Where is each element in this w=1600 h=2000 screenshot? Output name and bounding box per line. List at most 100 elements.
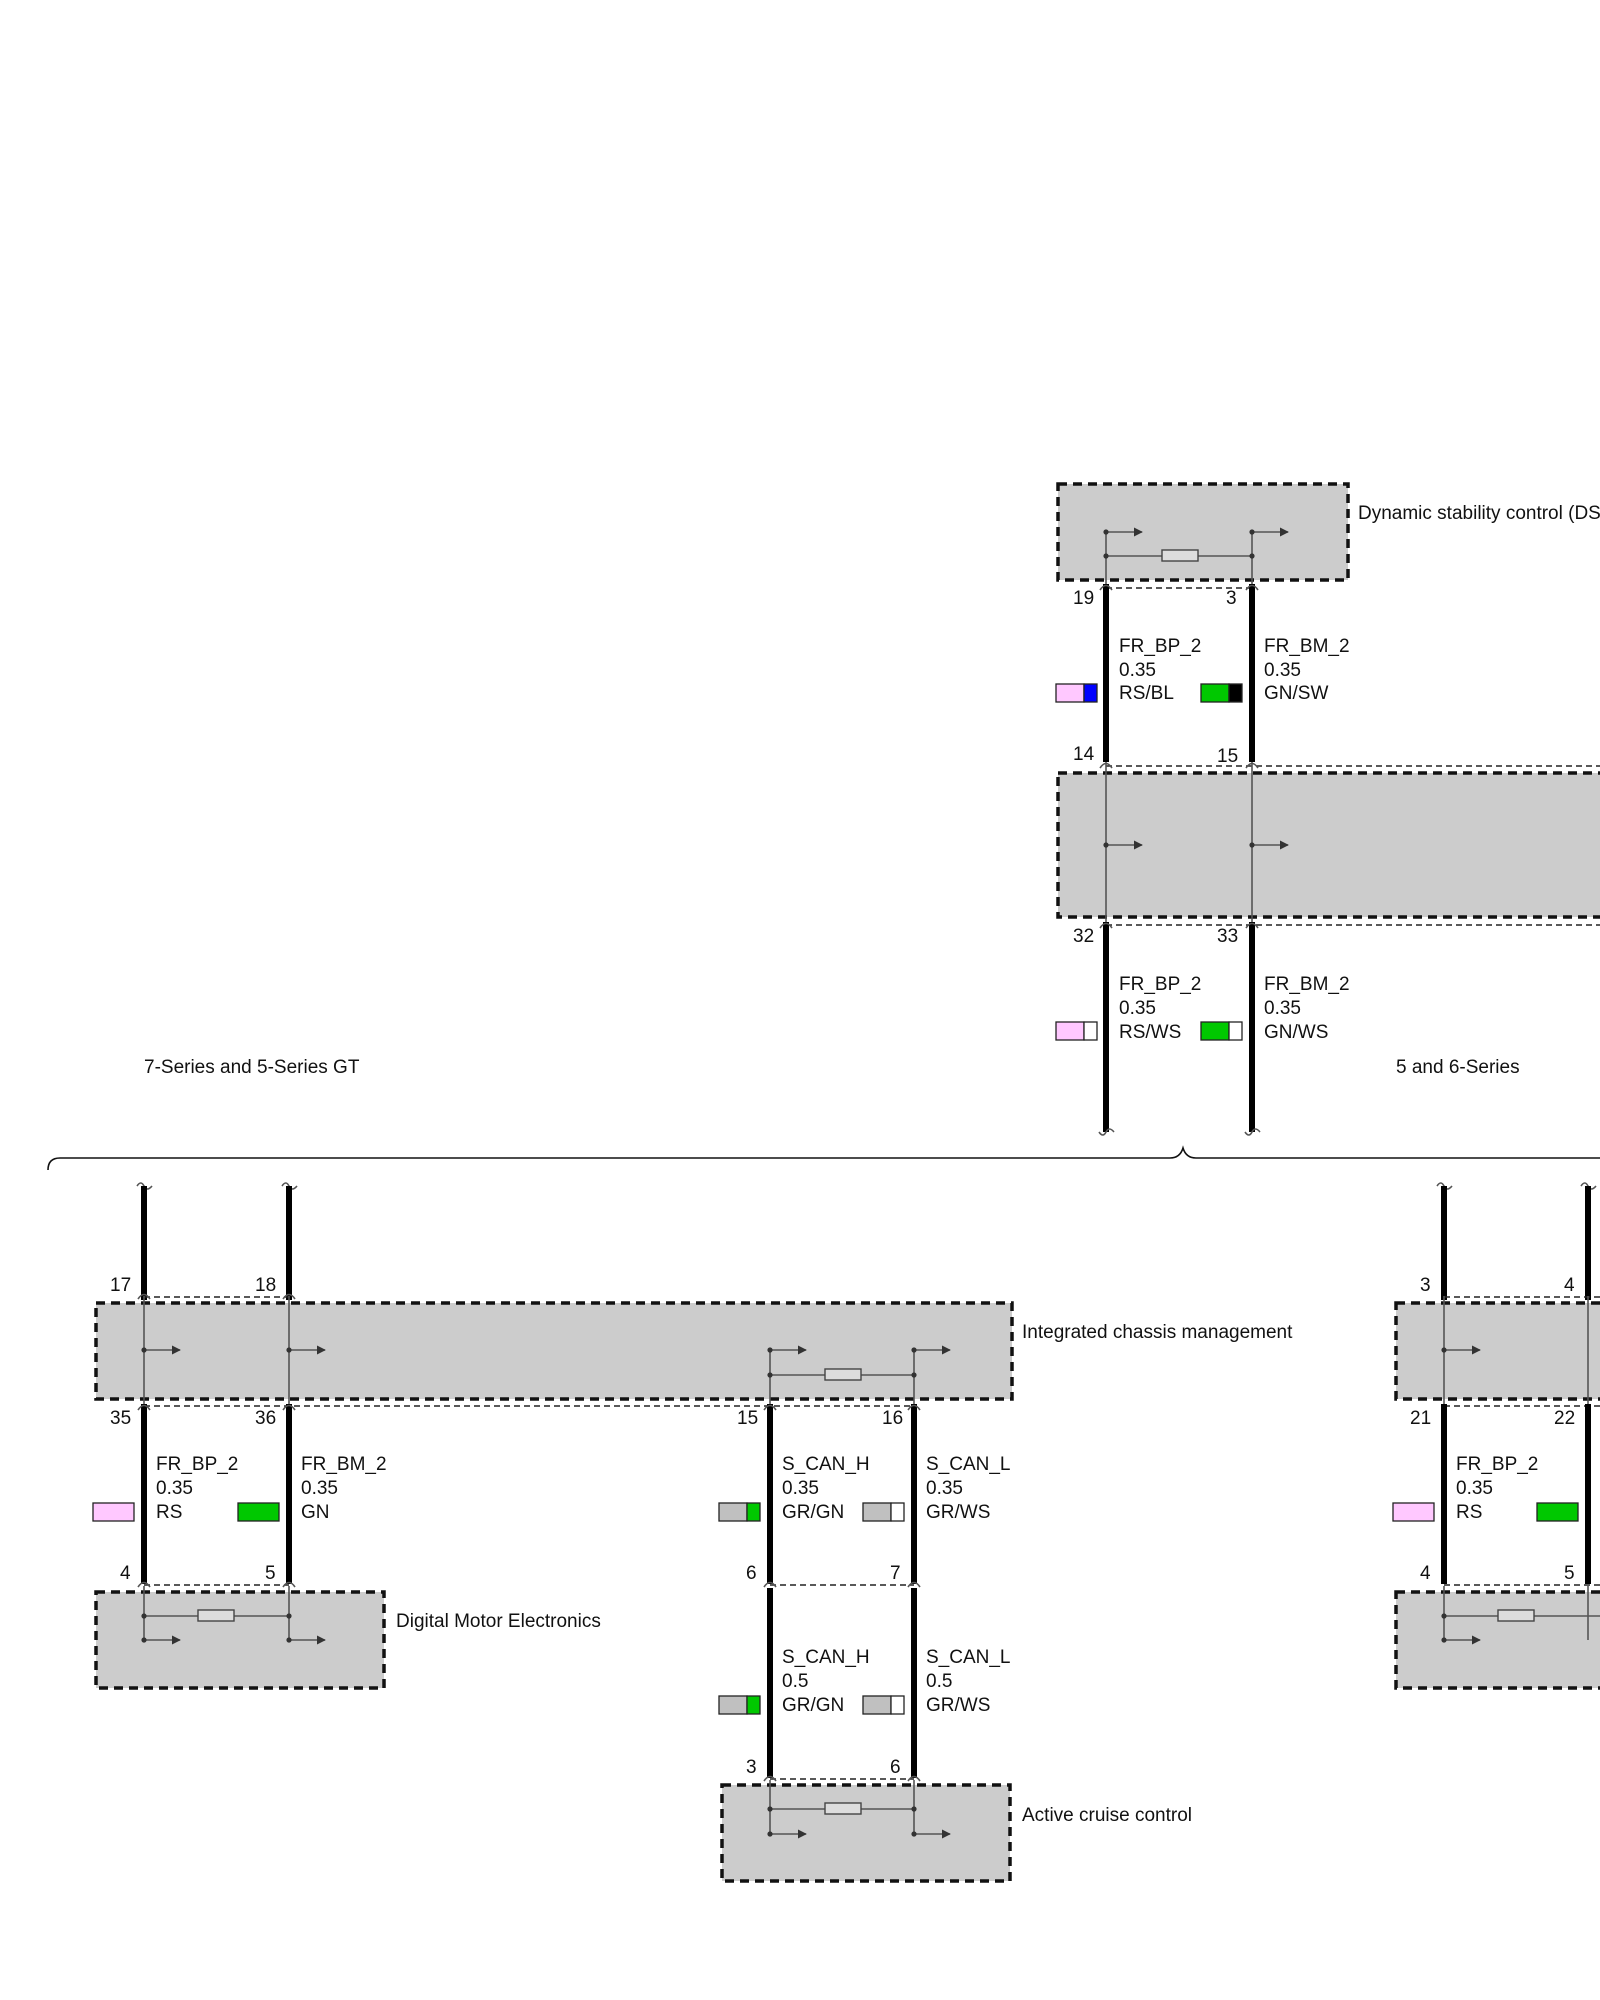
pin-hook-icon	[907, 1581, 921, 1588]
wire-left-bm-name: FR_BM_2	[301, 1454, 387, 1475]
pin-dsc-3: 3	[1226, 588, 1237, 609]
dsc-internal-circuit	[1103, 527, 1289, 584]
wire-can-h-2-color: GR/GN	[782, 1695, 844, 1716]
wire-top-bp-name: FR_BP_2	[1119, 636, 1201, 657]
wire-color-swatch-rs-bl	[1055, 683, 1098, 703]
pin-hook-icon	[1099, 584, 1113, 591]
wire-top-bm-color: GN/SW	[1264, 683, 1328, 704]
pin-icm-18: 18	[255, 1275, 276, 1296]
pin-right-4: 4	[1564, 1275, 1575, 1296]
wire-can-h-1-color: GR/GN	[782, 1502, 844, 1523]
wire-color-swatch-gr-gn	[718, 1502, 761, 1522]
wire-right-bp-color: RS	[1456, 1502, 1482, 1523]
pin-mid-33: 33	[1217, 926, 1238, 947]
wire-left-bp-color: RS	[156, 1502, 182, 1523]
pin-acc-3: 3	[746, 1757, 757, 1778]
pin-mid-14: 14	[1073, 744, 1095, 765]
right-icm-internal-circuit	[1441, 1296, 1589, 1408]
wire-can-l-1-color: GR/WS	[926, 1502, 990, 1523]
wire-right-bp-size: 0.35	[1456, 1478, 1493, 1499]
dsc-module-label: Dynamic stability control (DSC	[1358, 503, 1600, 524]
pin-mid-15: 15	[1217, 746, 1238, 767]
wire-mid-bm-name: FR_BM_2	[1264, 974, 1350, 995]
wire-color-swatch-gn	[237, 1502, 280, 1522]
pin-hook-icon	[282, 1404, 296, 1411]
icm-module-label: Integrated chassis management	[1022, 1322, 1293, 1343]
right-icm-module[interactable]	[1394, 1296, 1600, 1408]
pin-hook-icon	[1099, 922, 1113, 929]
wire-top-bm-size: 0.35	[1264, 660, 1301, 681]
wire-can-h-2-size: 0.5	[782, 1671, 808, 1692]
gateway-internal-circuit	[1103, 762, 1289, 928]
wire-color-swatch-gr-ws	[862, 1502, 905, 1522]
wire-color-swatch-gr-ws	[862, 1695, 905, 1715]
pin-hook-icon	[763, 1404, 777, 1411]
pin-acc-6: 6	[890, 1757, 901, 1778]
gateway-module[interactable]	[1056, 762, 1600, 928]
wire-color-swatch-gn-ws	[1200, 1021, 1243, 1041]
wire-left-bm-size: 0.35	[301, 1478, 338, 1499]
pin-icm-35: 35	[110, 1408, 131, 1429]
pin-right-dme-5: 5	[1564, 1563, 1575, 1584]
wire-right-bp-name: FR_BP_2	[1456, 1454, 1538, 1475]
wire-break-icon	[1244, 1128, 1261, 1136]
wire-can-h-1-name: S_CAN_H	[782, 1454, 870, 1475]
pin-hook-icon	[282, 1293, 296, 1300]
icm-internal-circuit	[141, 1296, 951, 1408]
wire-can-h-2-name: S_CAN_H	[782, 1647, 870, 1668]
wire-color-swatch-rs	[92, 1502, 135, 1522]
wire-top-bm-name: FR_BM_2	[1264, 636, 1350, 657]
pin-mid-32: 32	[1073, 926, 1094, 947]
variant-brace	[47, 1145, 1600, 1171]
wire-mid-bp-color: RS/WS	[1119, 1022, 1181, 1043]
dsc-module[interactable]	[1056, 482, 1350, 584]
pin-hook-icon	[1245, 922, 1259, 929]
group-label-right: 5 and 6-Series	[1396, 1057, 1520, 1078]
pin-right-22: 22	[1554, 1408, 1575, 1429]
pin-split-7: 7	[890, 1563, 901, 1584]
wire-can-l-1-size: 0.35	[926, 1478, 963, 1499]
pin-icm-36: 36	[255, 1408, 276, 1429]
pin-hook-icon	[1245, 584, 1259, 591]
wire-mid-bm-color: GN/WS	[1264, 1022, 1328, 1043]
pin-dsc-19: 19	[1073, 588, 1094, 609]
pin-icm-16: 16	[882, 1408, 903, 1429]
wire-can-l-1-name: S_CAN_L	[926, 1454, 1011, 1475]
pin-icm-17: 17	[110, 1275, 131, 1296]
dme-internal-circuit	[141, 1586, 326, 1645]
wire-break-icon	[1098, 1128, 1115, 1136]
dme-module-label: Digital Motor Electronics	[396, 1611, 601, 1632]
pin-split-6: 6	[746, 1563, 757, 1584]
icm-module[interactable]	[94, 1296, 1014, 1408]
pin-right-21: 21	[1410, 1408, 1431, 1429]
pin-hook-icon	[907, 1775, 921, 1782]
pin-hook-icon	[907, 1404, 921, 1411]
wire-color-swatch-gr-gn	[718, 1695, 761, 1715]
pin-hook-icon	[137, 1581, 151, 1588]
wire-can-h-1-size: 0.35	[782, 1478, 819, 1499]
wire-left-bp-name: FR_BP_2	[156, 1454, 238, 1475]
wire-left-bp-size: 0.35	[156, 1478, 193, 1499]
wire-can-l-2-name: S_CAN_L	[926, 1647, 1011, 1668]
right-dme-internal-circuit	[1441, 1586, 1600, 1645]
acc-internal-circuit	[767, 1780, 951, 1839]
pin-right-3: 3	[1420, 1275, 1431, 1296]
wire-can-l-2-color: GR/WS	[926, 1695, 990, 1716]
pin-hook-icon	[763, 1581, 777, 1588]
wire-color-swatch-gn	[1536, 1502, 1579, 1522]
wire-top-bp-size: 0.35	[1119, 660, 1156, 681]
acc-module[interactable]	[720, 1780, 1012, 1883]
wire-left-bm-color: GN	[301, 1502, 330, 1523]
pin-hook-icon	[137, 1404, 151, 1411]
wire-color-swatch-rs-ws	[1055, 1021, 1098, 1041]
pin-dme-4: 4	[120, 1563, 131, 1584]
wire-can-l-2-size: 0.5	[926, 1671, 952, 1692]
pin-right-dme-4: 4	[1420, 1563, 1431, 1584]
wire-mid-bp-size: 0.35	[1119, 998, 1156, 1019]
wire-mid-bm-size: 0.35	[1264, 998, 1301, 1019]
dme-module[interactable]	[94, 1586, 386, 1690]
right-dme-module[interactable]	[1394, 1586, 1600, 1690]
wire-top-bp-color: RS/BL	[1119, 683, 1174, 704]
pin-icm-15: 15	[737, 1408, 758, 1429]
